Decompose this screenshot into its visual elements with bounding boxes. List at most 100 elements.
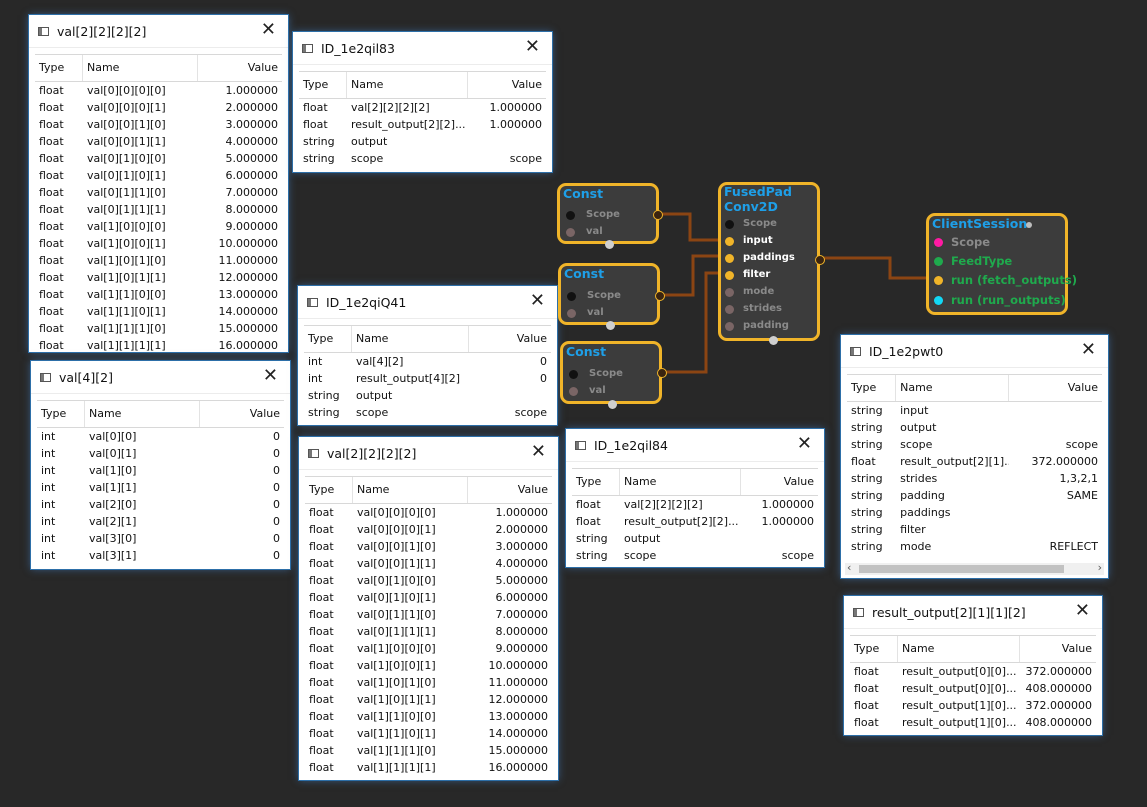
table-row[interactable]: floatval[2][2][2][2]1.000000 [572,496,818,513]
column-header-type[interactable]: Type [850,636,898,662]
table-row[interactable]: floatval[0][1][0][1]6.000000 [305,589,552,606]
table-row[interactable]: intval[0][1]0 [37,445,284,462]
table-row[interactable]: intval[2][1]0 [37,513,284,530]
panel-title-bar[interactable]: ID_1e2qil83 ✕ [293,32,552,65]
panel-title-bar[interactable]: val[2][2][2][2] ✕ [29,15,288,48]
table-row[interactable]: floatval[1][1][1][1]16.000000 [305,759,552,776]
column-header-value[interactable]: Value [198,55,282,81]
table-row[interactable]: floatval[0][0][1][1]4.000000 [305,555,552,572]
close-icon[interactable]: ✕ [263,367,278,385]
table-row[interactable]: floatval[0][1][1][0]7.000000 [305,606,552,623]
column-header-type[interactable]: Type [847,375,896,401]
panel-id-1e2pwt0[interactable]: ID_1e2pwt0 ✕ TypeNameValuestringinputstr… [841,335,1108,578]
table-row[interactable]: floatval[0][0][0][1]2.000000 [35,99,282,116]
bottom-pin[interactable] [605,240,614,249]
table-row[interactable]: floatval[0][0][1][0]3.000000 [35,116,282,133]
table-row[interactable]: floatval[1][0][0][1]10.000000 [305,657,552,674]
column-header-name[interactable]: Name [347,72,468,98]
table-row[interactable]: stringpaddings [847,504,1102,521]
table-row[interactable]: floatval[0][1][0][0]5.000000 [305,572,552,589]
output-connector[interactable] [815,255,825,265]
panel-title-bar[interactable]: ID_1e2qil84 ✕ [566,429,824,462]
table-row[interactable]: intval[1][1]0 [37,479,284,496]
close-icon[interactable]: ✕ [530,292,545,310]
table-row[interactable]: floatval[0][0][0][0]1.000000 [35,82,282,99]
table-row[interactable]: floatval[1][0][1][0]11.000000 [305,674,552,691]
column-header-value[interactable]: Value [1020,636,1096,662]
table-row[interactable]: floatval[0][1][1][1]8.000000 [305,623,552,640]
column-header-type[interactable]: Type [299,72,347,98]
table-row[interactable]: floatval[1][1][1][1]16.000000 [35,337,282,352]
table-row[interactable]: stringstrides1,3,2,1 [847,470,1102,487]
table-row[interactable]: floatval[1][0][0][0]9.000000 [305,640,552,657]
table-row[interactable]: stringscopescope [572,547,818,564]
column-header-type[interactable]: Type [305,477,353,503]
table-row[interactable]: floatval[1][1][1][0]15.000000 [35,320,282,337]
bottom-pin[interactable] [608,400,617,409]
table-row[interactable]: floatresult_output[0][0]...372.000000 [850,663,1096,680]
table-row[interactable]: intval[3][1]0 [37,547,284,564]
column-header-name[interactable]: Name [898,636,1020,662]
table-row[interactable]: stringscopescope [847,436,1102,453]
table-row[interactable]: floatval[1][0][1][1]12.000000 [305,691,552,708]
bottom-pin[interactable] [769,336,778,345]
close-icon[interactable]: ✕ [1075,602,1090,620]
panel-title-bar[interactable]: ID_1e2qiQ41 ✕ [298,286,557,319]
column-header-name[interactable]: Name [353,477,468,503]
column-header-name[interactable]: Name [83,55,198,81]
close-icon[interactable]: ✕ [797,435,812,453]
table-row[interactable]: intval[3][0]0 [37,530,284,547]
panel-title-bar[interactable]: result_output[2][1][1][2] ✕ [844,596,1102,629]
panel-title-bar[interactable]: val[4][2] ✕ [31,361,290,394]
column-header-type[interactable]: Type [572,469,620,495]
table-row[interactable]: floatval[0][0][0][0]1.000000 [305,504,552,521]
table-row[interactable]: floatval[1][0][1][0]11.000000 [35,252,282,269]
node-fusedpad-conv2d[interactable]: FusedPad Conv2D Scope input paddings fil… [718,182,820,341]
close-icon[interactable]: ✕ [525,38,540,56]
output-connector[interactable] [653,210,663,220]
table-row[interactable]: floatval[0][1][0][1]6.000000 [35,167,282,184]
table-row[interactable]: intval[4][2]0 [304,353,551,370]
table-row[interactable]: floatval[0][1][1][0]7.000000 [35,184,282,201]
table-row[interactable]: floatval[1][1][0][0]13.000000 [305,708,552,725]
node-const-1[interactable]: Const Scope val [557,183,659,244]
column-header-type[interactable]: Type [35,55,83,81]
node-const-3[interactable]: Const Scope val [560,341,662,404]
table-row[interactable]: floatval[0][1][1][1]8.000000 [35,201,282,218]
table-row[interactable]: stringoutput [847,419,1102,436]
column-header-name[interactable]: Name [620,469,741,495]
horizontal-scrollbar[interactable]: ‹ › [845,563,1104,575]
panel-val-4x2[interactable]: val[4][2] ✕ TypeNameValueintval[0][0]0in… [31,361,290,569]
panel-id-1e2qil84[interactable]: ID_1e2qil84 ✕ TypeNameValuefloatval[2][2… [566,429,824,567]
output-connector[interactable] [657,368,667,378]
table-row[interactable]: floatresult_output[2][2]...1.000000 [572,513,818,530]
column-header-value[interactable]: Value [468,72,546,98]
column-header-value[interactable]: Value [1009,375,1102,401]
table-row[interactable]: floatval[2][2][2][2]1.000000 [299,99,546,116]
table-row[interactable]: floatval[1][0][1][1]12.000000 [35,269,282,286]
table-row[interactable]: stringscopescope [299,150,546,167]
table-row[interactable]: intval[1][0]0 [37,462,284,479]
table-row[interactable]: stringoutput [304,387,551,404]
column-header-name[interactable]: Name [352,326,469,352]
table-row[interactable]: stringoutput [299,133,546,150]
table-row[interactable]: floatval[1][1][0][1]14.000000 [35,303,282,320]
table-row[interactable]: stringpaddingSAME [847,487,1102,504]
node-const-2[interactable]: Const Scope val [558,263,660,325]
table-row[interactable]: floatval[0][0][0][1]2.000000 [305,521,552,538]
scrollbar-thumb[interactable] [859,565,1064,573]
column-header-value[interactable]: Value [200,401,284,427]
bottom-pin[interactable] [606,321,615,330]
panel-title-bar[interactable]: val[2][2][2][2] ✕ [299,437,558,470]
column-header-name[interactable]: Name [85,401,200,427]
close-icon[interactable]: ✕ [1081,341,1096,359]
table-row[interactable]: floatval[0][0][1][0]3.000000 [305,538,552,555]
table-row[interactable]: stringscopescope [304,404,551,421]
table-row[interactable]: floatval[1][1][1][0]15.000000 [305,742,552,759]
table-row[interactable]: stringinput [847,402,1102,419]
scroll-right-icon[interactable]: › [1098,561,1102,574]
table-row[interactable]: floatval[0][0][1][1]4.000000 [35,133,282,150]
table-row[interactable]: floatresult_output[2][2]...1.000000 [299,116,546,133]
table-row[interactable]: intval[0][0]0 [37,428,284,445]
table-row[interactable]: intresult_output[4][2]0 [304,370,551,387]
